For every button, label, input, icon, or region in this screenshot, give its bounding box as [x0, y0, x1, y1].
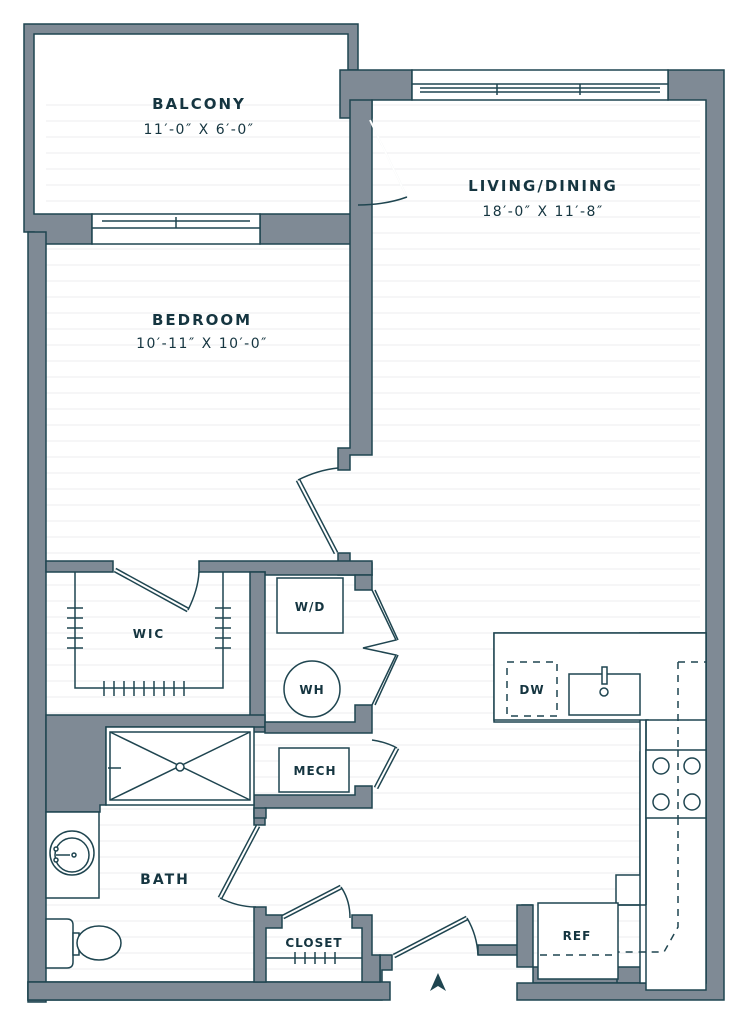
sink-icon [568, 666, 641, 716]
window-balcony [91, 213, 261, 245]
closet-label: CLOSET [285, 936, 342, 950]
window-living [411, 69, 669, 101]
balcony-label: BALCONY [152, 95, 246, 113]
washer-dryer-label: W/D [295, 600, 326, 614]
washer-dryer [276, 577, 344, 634]
water-heater [283, 660, 341, 718]
bedroom-top-wall-right [259, 213, 361, 245]
bedroom-bottom-wall-right [198, 560, 373, 576]
windows [91, 69, 669, 245]
refrigerator [537, 902, 619, 980]
living-dims: 18′-0″ X 11′-8″ [482, 204, 603, 220]
bedroom-bottom-wall [45, 560, 114, 573]
closet-wall-right [351, 914, 381, 983]
bath-door[interactable] [217, 824, 261, 908]
mech-bottom-wall [253, 785, 373, 826]
wic-laundry-partition [249, 571, 266, 733]
closet-door[interactable] [281, 884, 351, 920]
toilet-icon [45, 918, 122, 969]
bath-closet-partition [253, 807, 267, 819]
bath-label: BATH [140, 872, 190, 888]
left-exterior-wall [27, 231, 47, 1003]
shower-icon [105, 726, 255, 806]
bedroom-label: BEDROOM [152, 311, 252, 329]
bedroom-living-partition [337, 99, 373, 471]
living-label: LIVING/DINING [468, 177, 618, 195]
mech-label: MECH [294, 764, 337, 778]
mech-door[interactable] [371, 739, 400, 790]
right-exterior-wall [516, 69, 725, 1001]
room-labels: BALCONY 11′-0″ X 6′-0″ LIVING/DINING 18′… [133, 95, 618, 950]
doors [113, 119, 479, 959]
entry-door[interactable] [392, 915, 479, 959]
sink-icon [45, 811, 100, 899]
laundry-bifold-door[interactable] [362, 589, 399, 706]
closet-rod [266, 952, 362, 964]
bottom-wall-left [27, 981, 391, 1001]
laundry-right-wall [354, 574, 373, 591]
water-heater-label: WH [299, 683, 324, 697]
dishwasher-label: DW [519, 683, 544, 697]
wic-shelving [67, 572, 231, 696]
north-arrow-icon [430, 973, 446, 991]
walls [23, 23, 725, 1003]
bedroom-dims: 10′-11″ X 10′-0″ [136, 336, 268, 352]
balcony-door[interactable] [357, 119, 408, 206]
cooktop-icon [645, 749, 707, 819]
wic-door[interactable] [113, 567, 200, 613]
bedroom-door[interactable] [295, 467, 339, 555]
balcony-dims: 11′-0″ X 6′-0″ [144, 122, 255, 138]
closet-wall-left [253, 906, 283, 983]
mech-unit [278, 747, 350, 793]
refrigerator-label: REF [563, 929, 592, 943]
wic-label: WIC [133, 627, 166, 641]
kitchen [493, 632, 707, 991]
